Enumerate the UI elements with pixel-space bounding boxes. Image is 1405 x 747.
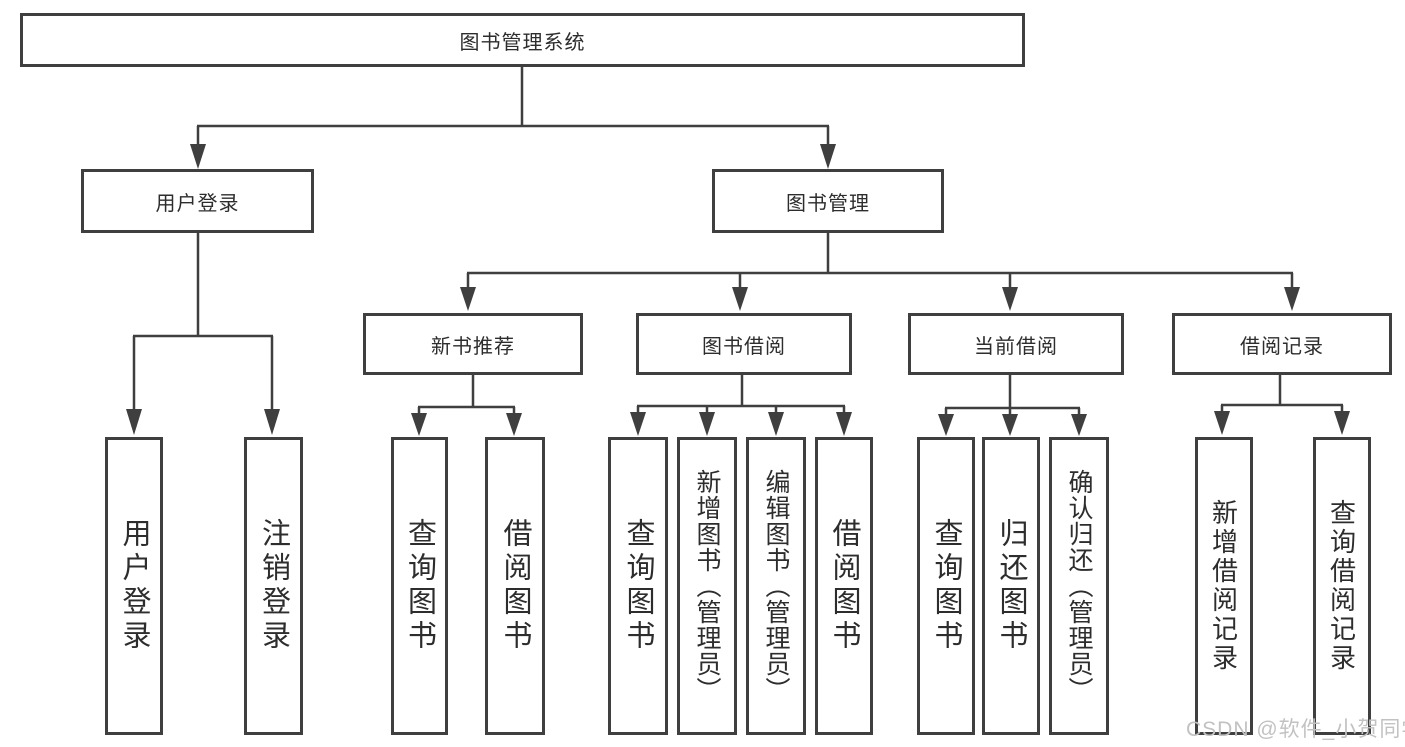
leaf-logout-login: 注销登录: [244, 437, 303, 735]
leaf-edit-books-admin: 编辑图书（管理员）: [746, 437, 806, 735]
node-user-login: 用户登录: [81, 169, 314, 233]
leaf-query-borrow-record: 查询借阅记录: [1313, 437, 1371, 735]
leaf-return-books: 归还图书: [982, 437, 1040, 735]
leaf-query-books-current: 查询图书: [917, 437, 975, 735]
csdn-watermark: CSDN @软件_小贺同学: [1186, 718, 1405, 741]
leaf-query-books-newbook: 查询图书: [391, 437, 448, 735]
leaf-add-books-admin: 新增图书（管理员）: [677, 437, 737, 735]
node-current-borrowing: 当前借阅: [908, 313, 1124, 375]
leaf-borrow-books-newbook: 借阅图书: [485, 437, 545, 735]
node-book-management: 图书管理: [712, 169, 944, 233]
node-library-management-system: 图书管理系统: [20, 13, 1025, 67]
node-borrowing-records: 借阅记录: [1172, 313, 1392, 375]
leaf-confirm-return-admin: 确认归还（管理员）: [1049, 437, 1109, 735]
leaf-query-books-borrow: 查询图书: [608, 437, 668, 735]
leaf-user-login: 用户登录: [105, 437, 163, 735]
node-new-book-recommendation: 新书推荐: [363, 313, 583, 375]
node-book-borrowing: 图书借阅: [636, 313, 852, 375]
leaf-borrow-books: 借阅图书: [815, 437, 873, 735]
leaf-add-borrow-record: 新增借阅记录: [1195, 437, 1253, 735]
